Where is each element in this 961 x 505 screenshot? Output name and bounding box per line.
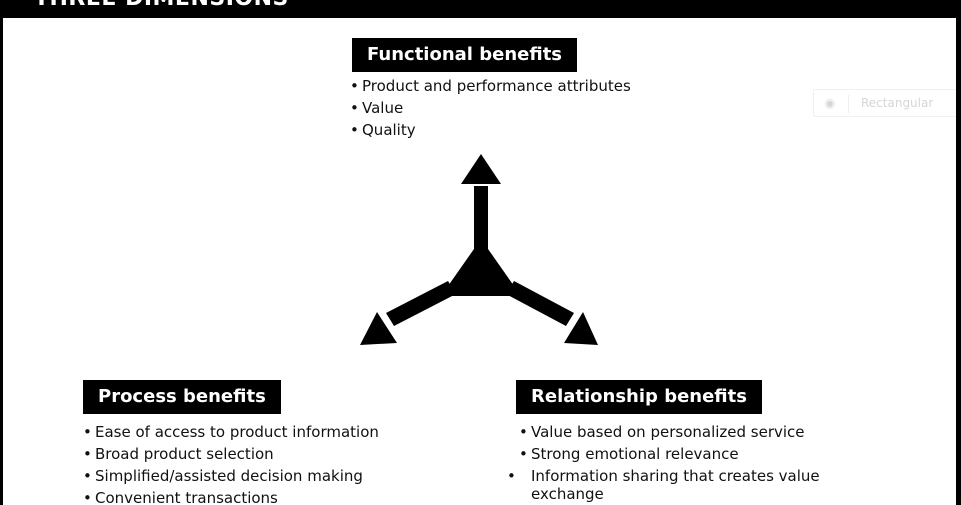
left-arrow-head	[360, 312, 397, 345]
center-triangle	[441, 239, 521, 296]
header-bar: THREE DIMENSIONS	[0, 0, 961, 18]
functional-benefits-heading: Functional benefits	[352, 38, 578, 72]
list-item: •Simplified/assisted decision making	[83, 467, 363, 485]
shape-type-indicator[interactable]: ◉ Rectangular	[813, 89, 956, 117]
list-item: •Quality	[350, 121, 416, 139]
process-benefits-heading: Process benefits	[83, 380, 281, 414]
right-arrow-head	[564, 312, 598, 345]
process-benefits-list: •Ease of access to product information •…	[83, 421, 379, 505]
list-item: •Ease of access to product information	[83, 423, 379, 441]
list-item: •Information sharing that creates value …	[507, 467, 820, 503]
up-arrow-head	[461, 154, 501, 184]
list-item: •Product and performance attributes	[350, 77, 631, 95]
three-way-arrow-icon	[360, 154, 598, 345]
relationship-benefits-list: •Value based on personalized service •St…	[507, 421, 849, 503]
left-arrow-shaft	[386, 281, 456, 326]
list-item: •Convenient transactions	[83, 489, 278, 505]
separator	[848, 94, 849, 113]
relationship-benefits-heading: Relationship benefits	[516, 380, 762, 414]
list-item: •Strong emotional relevance	[519, 445, 739, 463]
list-item: •Broad product selection	[83, 445, 274, 463]
list-item: •Value based on personalized service	[519, 423, 805, 441]
up-arrow-shaft	[474, 186, 488, 264]
list-item: •Value	[350, 99, 404, 117]
right-arrow-shaft	[506, 281, 574, 326]
circle-icon: ◉	[824, 96, 836, 110]
shape-type-label: Rectangular	[861, 96, 934, 110]
diagram-canvas: Functional benefits •Product and perform…	[3, 18, 956, 505]
slide-title: THREE DIMENSIONS	[34, 0, 289, 11]
functional-benefits-list: •Product and performance attributes •Val…	[350, 75, 631, 141]
